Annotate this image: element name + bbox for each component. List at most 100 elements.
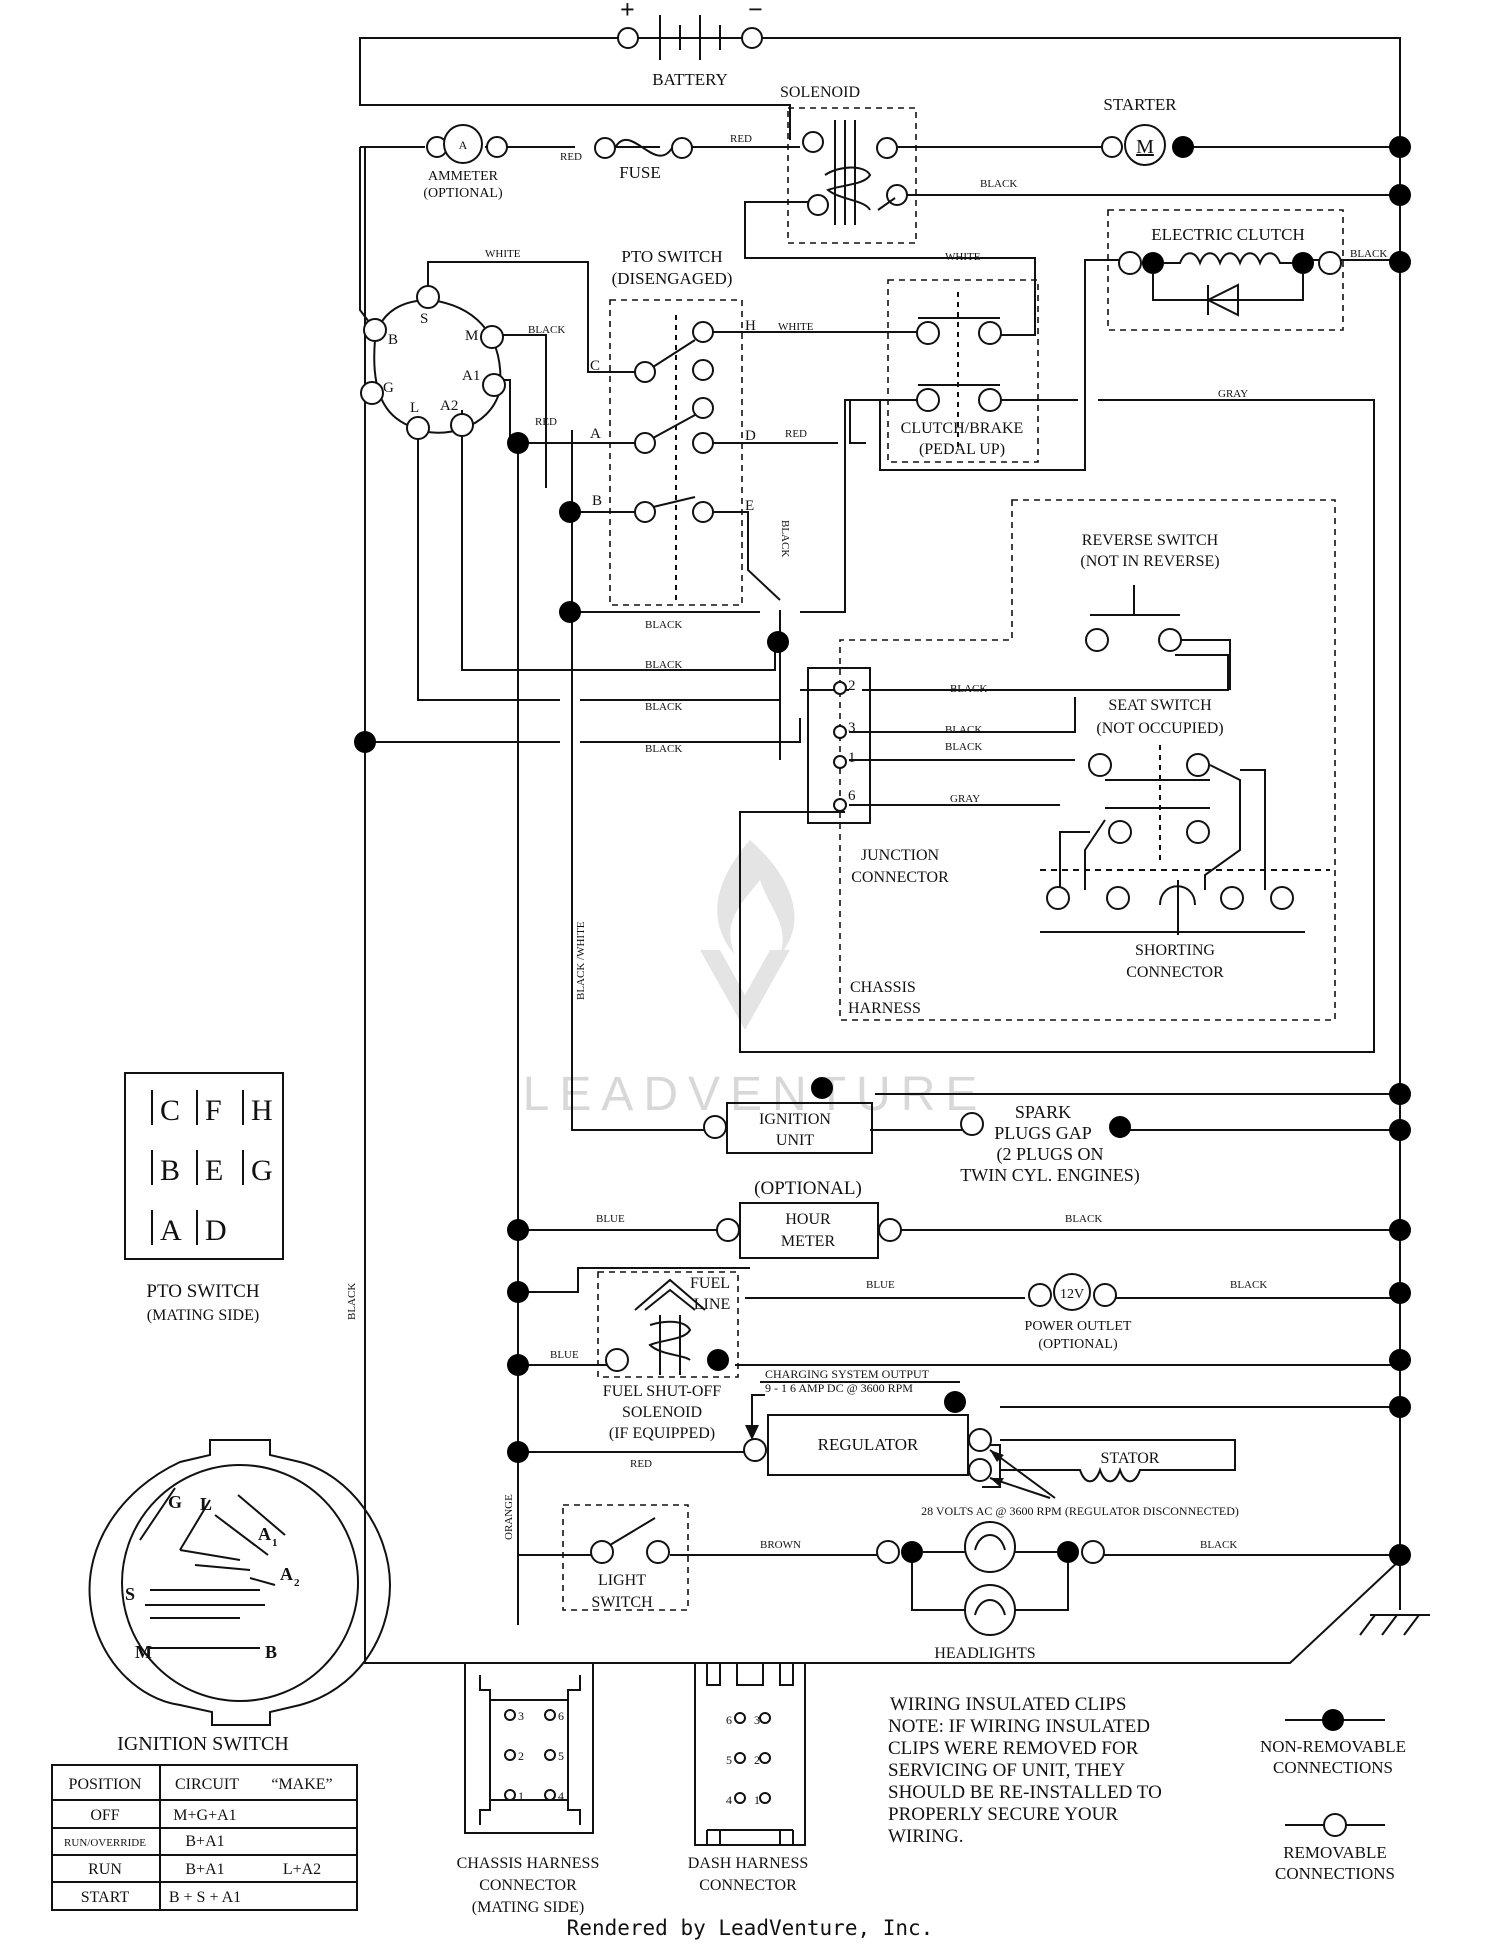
wire-black-main: BLACK xyxy=(346,1283,358,1320)
wire-labels: RED RED BLACK WHITE WHITE BLACK BLACK WH… xyxy=(346,133,1387,1551)
pto-terminal-b: B xyxy=(592,493,602,509)
charging-label-2: 9 - 1 6 AMP DC @ 3600 RPM xyxy=(765,1381,913,1395)
note-line-0: WIRING INSULATED CLIPS xyxy=(890,1694,1126,1715)
wire-black-outlet: BLACK xyxy=(1230,1279,1267,1291)
headlights: HEADLIGHTS xyxy=(876,1521,1105,1662)
charging-label-1: CHARGING SYSTEM OUTPUT xyxy=(765,1367,930,1381)
regulator: CHARGING SYSTEM OUTPUT 9 - 1 6 AMP DC @ … xyxy=(743,1367,1239,1518)
ammeter-label: AMMETER xyxy=(428,169,499,184)
pto-terminal-e: E xyxy=(745,498,754,514)
wire-black-3: BLACK xyxy=(645,701,682,713)
wire-black-clutch: BLACK xyxy=(1350,248,1387,260)
junction-pin-3: 3 xyxy=(848,720,856,736)
not-occupied-label: (NOT OCCUPIED) xyxy=(1096,720,1223,737)
wire-black-j2: BLACK xyxy=(950,683,987,695)
ammeter: A AMMETER (OPTIONAL) xyxy=(423,124,508,201)
legend-removable-1: REMOVABLE xyxy=(1283,1843,1387,1862)
fuel-shutoff-solenoid: FUEL LINE FUEL SHUT-OFF SOLENOID (IF EQU… xyxy=(597,1271,739,1442)
wire-red-d: RED xyxy=(785,428,807,440)
wire-black-vertical: BLACK xyxy=(779,520,791,557)
ignition-switch-face: G L A 1 A 2 S M B IGNITION SWITCH xyxy=(88,1439,392,1755)
connector-label: CONNECTOR xyxy=(851,869,949,886)
dash-conn-label-2: CONNECTOR xyxy=(699,1877,797,1894)
electric-clutch-label: ELECTRIC CLUTCH xyxy=(1151,225,1304,244)
pto-terminal-d: D xyxy=(745,428,756,444)
chassis-label: CHASSIS xyxy=(850,979,916,996)
wire-black-4: BLACK xyxy=(645,743,682,755)
pto-terminal-h: H xyxy=(745,318,756,334)
fso-label-2: SOLENOID xyxy=(622,1404,702,1421)
spark-label-3: (2 PLUGS ON xyxy=(996,1144,1103,1165)
pto-face-f: F xyxy=(205,1094,222,1127)
stator-label: STATOR xyxy=(1101,1450,1160,1467)
spark-label-4: TWIN CYL. ENGINES) xyxy=(960,1165,1139,1186)
note-line-2: CLIPS WERE REMOVED FOR xyxy=(888,1738,1139,1759)
legend-nonremovable-2: CONNECTIONS xyxy=(1273,1758,1393,1777)
wire-black-hour: BLACK xyxy=(1065,1213,1102,1225)
note-line-4: SHOULD BE RE-INSTALLED TO xyxy=(888,1782,1162,1803)
dash-pin-6: 6 xyxy=(726,1713,732,1727)
clutch-brake-label: CLUTCH/BRAKE xyxy=(901,420,1024,437)
pto-face-c: C xyxy=(160,1094,180,1127)
wire-black-solenoid: BLACK xyxy=(980,178,1017,190)
battery: + − BATTERY xyxy=(617,0,763,89)
chassis-pin-6: 6 xyxy=(558,1709,564,1723)
ign-terminal-a2: A2 xyxy=(440,398,458,414)
hour-label: HOUR xyxy=(785,1211,831,1228)
table-header-position: POSITION xyxy=(69,1776,142,1793)
pto-mating-face: C F H B E G A D PTO SWITCH (MATING SIDE) xyxy=(124,1072,284,1324)
ignition-switch-schematic: B S M A1 A2 L G xyxy=(360,285,506,440)
wire-gray-j6: GRAY xyxy=(950,793,980,805)
note-line-3: SERVICING OF UNIT, THEY xyxy=(888,1760,1126,1781)
table-row-1-circuit: B+A1 xyxy=(185,1833,224,1850)
wire-white-pto: WHITE xyxy=(778,321,814,333)
shorting-connector-label: CONNECTOR xyxy=(1126,964,1224,981)
fso-label-1: FUEL SHUT-OFF xyxy=(603,1383,722,1400)
harness-label: HARNESS xyxy=(848,1000,921,1017)
power-outlet-label: POWER OUTLET xyxy=(1025,1319,1132,1334)
ign-face-a1: A xyxy=(258,1524,271,1544)
table-header-circuit: CIRCUIT xyxy=(175,1776,239,1793)
ign-face-a1-sub: 1 xyxy=(272,1537,278,1549)
legend: NON-REMOVABLE CONNECTIONS REMOVABLE CONN… xyxy=(1260,1709,1406,1883)
fuel-label-2: LINE xyxy=(694,1296,730,1313)
table-row-1-pos: RUN/OVERRIDE xyxy=(64,1837,146,1849)
fso-label-3: (IF EQUIPPED) xyxy=(609,1425,715,1442)
pto-face-g: G xyxy=(251,1154,273,1187)
spark-label-2: PLUGS GAP xyxy=(994,1123,1092,1143)
starter-label: STARTER xyxy=(1103,95,1177,114)
ignition-switch-label: IGNITION SWITCH xyxy=(117,1733,289,1755)
shorting-label: SHORTING xyxy=(1135,942,1215,959)
wire-white-clutch: WHITE xyxy=(945,251,981,263)
wire-red-a: RED xyxy=(535,416,557,428)
pto-face-b: B xyxy=(160,1154,180,1187)
solenoid-label: SOLENOID xyxy=(780,84,860,101)
starter: M STARTER xyxy=(1101,95,1194,166)
junction-label: JUNCTION xyxy=(861,847,940,864)
junction-dots xyxy=(354,136,1411,1566)
wire-white-ign: WHITE xyxy=(485,248,521,260)
ammeter-optional: (OPTIONAL) xyxy=(423,186,503,201)
wire-blue-outlet: BLUE xyxy=(866,1279,895,1291)
ignition-unit-label-1: IGNITION xyxy=(759,1111,831,1128)
dash-pin-5: 5 xyxy=(726,1753,732,1767)
table-row-3-pos: START xyxy=(81,1889,130,1906)
ign-face-g: G xyxy=(168,1492,182,1512)
wire-red-reg: RED xyxy=(630,1458,652,1470)
chassis-harness-connector: 3 6 2 5 1 4 CHASSIS HARNESS CONNECTOR (M… xyxy=(457,1662,599,1916)
wire-blue-fso: BLUE xyxy=(550,1349,579,1361)
junction-pin-2: 2 xyxy=(848,678,856,694)
note-line-5: PROPERLY SECURE YOUR xyxy=(888,1804,1118,1825)
note-line-6: WIRING. xyxy=(888,1826,963,1847)
ign-face-a2: A xyxy=(280,1564,293,1584)
switch-label: SWITCH xyxy=(591,1594,653,1611)
fuse: FUSE xyxy=(594,137,693,182)
solenoid: SOLENOID xyxy=(780,84,917,244)
pto-disengaged-label: (DISENGAGED) xyxy=(612,269,733,288)
watermark-flame-icon xyxy=(717,840,795,955)
fuse-label: FUSE xyxy=(619,163,661,182)
ign-face-a2-sub: 2 xyxy=(294,1577,300,1589)
volts-ac-label: 28 VOLTS AC @ 3600 RPM (REGULATOR DISCON… xyxy=(921,1504,1239,1518)
dash-conn-label-1: DASH HARNESS xyxy=(688,1855,808,1872)
ignition-unit-label-2: UNIT xyxy=(776,1132,814,1149)
